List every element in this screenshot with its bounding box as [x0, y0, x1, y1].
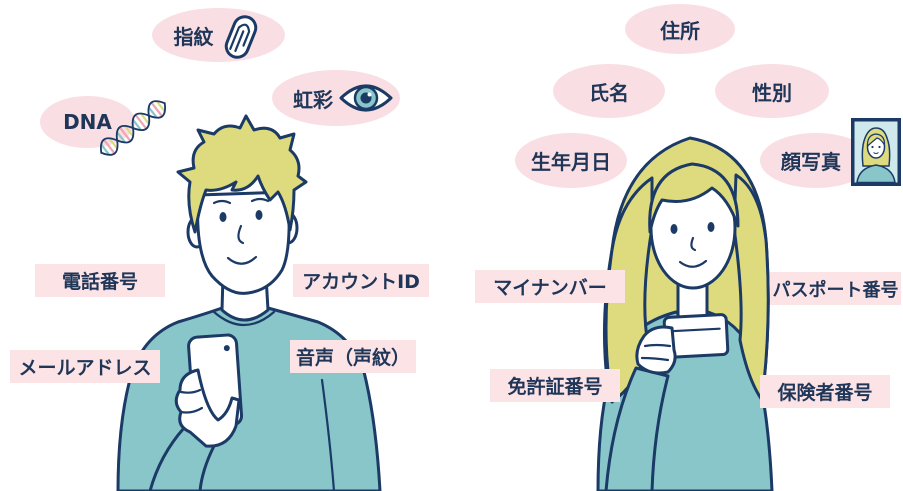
man-sweater — [116, 306, 382, 491]
man-mouth — [226, 255, 258, 265]
man-hand — [174, 368, 241, 448]
bubble-gender: 性別 — [715, 64, 829, 118]
dna-strand-b — [100, 100, 166, 156]
woman-figure — [596, 136, 774, 491]
portrait-eye-left — [871, 145, 874, 149]
man-eyebrow-right — [250, 197, 270, 203]
man-collar — [212, 310, 276, 326]
tag-phone-number: 電話番号 — [35, 264, 165, 297]
bubble-address: 住所 — [625, 4, 735, 54]
woman-eye-right — [707, 222, 715, 232]
bubble-name: 氏名 — [553, 64, 665, 118]
tag-my-number: マイナンバー — [475, 270, 625, 303]
card-stripe — [670, 327, 721, 333]
bubble-dna: DNA — [40, 96, 135, 148]
eye-icon — [339, 84, 393, 112]
tag-license-number: 免許証番号 — [490, 369, 620, 402]
man-finger-lines — [179, 388, 204, 414]
portrait-bangs — [866, 133, 886, 148]
tag-voiceprint: 音声（声紋） — [290, 340, 416, 373]
portrait-eye-right — [878, 145, 881, 149]
dna-rungs — [100, 100, 166, 156]
fingerprint-ridge-outer — [229, 23, 251, 50]
tag-insurance-number: 保険者番号 — [760, 375, 890, 408]
portrait-mouth — [873, 152, 879, 154]
man-eyebrow-left — [212, 199, 232, 205]
tag-account-id: アカウントID — [293, 264, 429, 297]
tag-email-address: メールアドレス — [10, 350, 160, 383]
phone-camera — [223, 345, 230, 352]
bubble-birthdate: 生年月日 — [515, 133, 627, 188]
bubble-fingerprint: 指紋 — [152, 8, 285, 62]
fingerprint-icon — [224, 15, 258, 59]
man-nose — [237, 224, 245, 245]
fingerprint-ridge-inner — [234, 30, 245, 53]
woman-nose — [690, 236, 697, 252]
portrait-photo-icon — [851, 118, 901, 186]
woman-finger-lines — [640, 343, 672, 362]
man-arm-line — [320, 378, 336, 491]
woman-hand — [635, 325, 677, 375]
portrait-body — [856, 164, 896, 184]
man-eye-left — [219, 212, 227, 222]
woman-bangs — [648, 162, 740, 234]
eye-highlight — [367, 92, 372, 97]
dna-helix-icon — [99, 100, 167, 156]
woman-mouth — [678, 259, 708, 268]
man-figure — [116, 114, 382, 491]
man-eye-right — [255, 210, 263, 220]
woman-eye-left — [670, 224, 678, 234]
man-hair — [176, 114, 308, 234]
id-card-icon — [662, 313, 730, 359]
tag-passport-number: パスポート番号 — [770, 272, 901, 305]
